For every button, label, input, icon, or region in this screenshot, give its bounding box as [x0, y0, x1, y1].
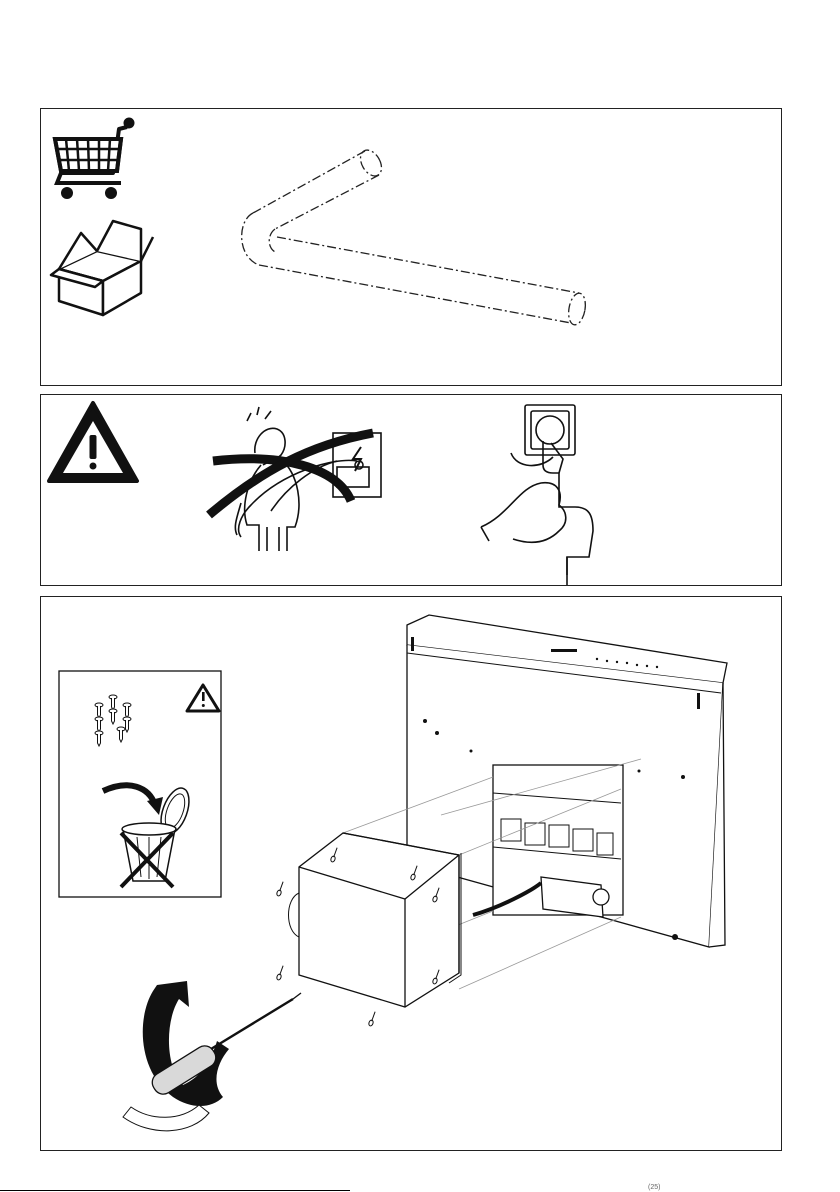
- footer-mark: (25): [648, 1184, 660, 1191]
- screws-warning-inset: [59, 671, 221, 897]
- cart-wheel-right: [105, 187, 117, 199]
- screwdriver-rotate-figure: [123, 981, 301, 1131]
- open-box-icon: [51, 221, 153, 315]
- warning-triangle-icon: [49, 403, 137, 481]
- install-illustration: [41, 597, 783, 1152]
- elbow-duct-pipe: [242, 146, 588, 326]
- unplug-from-socket-figure: [481, 405, 593, 585]
- cart-wheel-left: [61, 187, 73, 199]
- accessory-panel: [40, 108, 782, 386]
- install-panel: [40, 596, 782, 1151]
- safety-panel: [40, 394, 782, 586]
- footer-rule: [0, 1190, 350, 1191]
- accessory-illustration: [41, 109, 783, 387]
- safety-illustration: [41, 395, 783, 587]
- shopping-cart-icon: [55, 120, 133, 184]
